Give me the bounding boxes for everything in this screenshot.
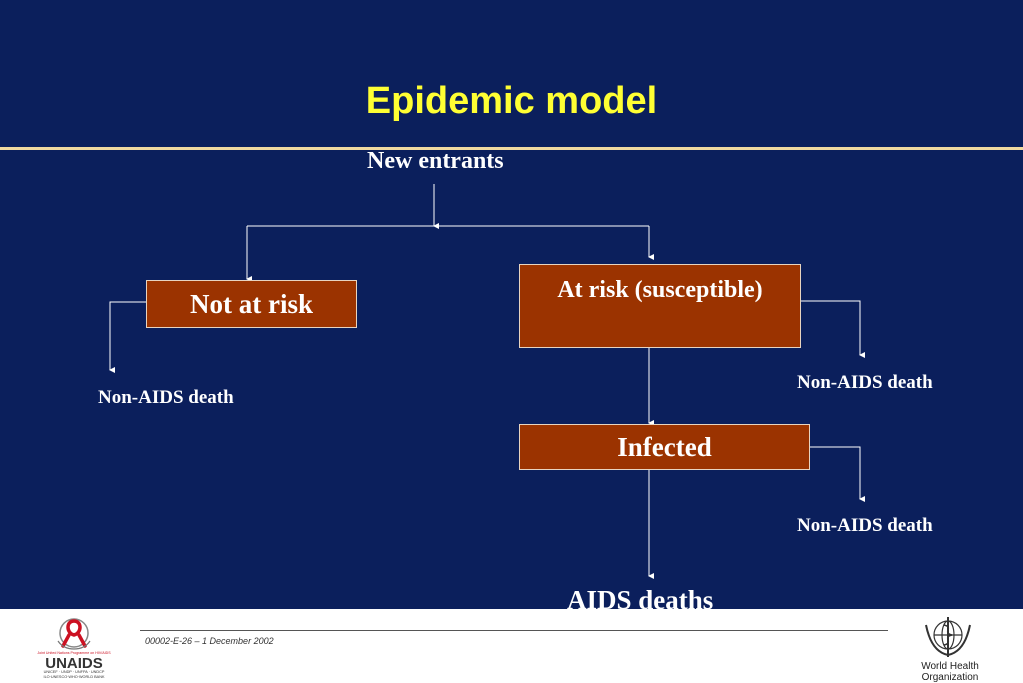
footer-divider xyxy=(140,630,888,631)
flow-connectors xyxy=(109,184,865,579)
new-entrants-label: New entrants xyxy=(367,148,504,174)
non-aids-death-not-at-risk-label: Non-AIDS death xyxy=(98,387,234,408)
who-line1: World Health xyxy=(921,661,979,672)
not-at-risk-label: Not at risk xyxy=(190,289,313,319)
slide-title: Epidemic model xyxy=(365,80,658,122)
at-risk-label: At risk (susceptible) xyxy=(557,277,763,303)
infected-box: Infected xyxy=(519,424,810,470)
connector-infected-death xyxy=(810,446,865,502)
unaids-tagline: Joint United Nations Programme on HIV/AI… xyxy=(37,651,111,655)
infected-label: Infected xyxy=(617,432,712,462)
unaids-partners-line2: ILO·UNESCO·WHO·WORLD BANK xyxy=(44,675,105,679)
slide-canvas: Epidemic model New entrants Not at risk … xyxy=(0,0,1023,609)
connector-at-risk-death xyxy=(801,300,865,358)
non-aids-death-at-risk-label: Non-AIDS death xyxy=(797,372,933,393)
not-at-risk-box: Not at risk xyxy=(146,280,357,328)
unaids-emblem-icon xyxy=(57,618,91,650)
unaids-logo: Joint United Nations Programme on HIV/AI… xyxy=(37,618,111,679)
connector-not-at-risk-death xyxy=(109,301,146,373)
non-aids-death-infected-label: Non-AIDS death xyxy=(797,515,933,536)
document-code: 00002-E-26 – 1 December 2002 xyxy=(145,636,274,646)
unaids-wordmark: UNAIDS xyxy=(45,655,103,672)
aids-deaths-label: AIDS deaths xyxy=(567,585,714,609)
title-divider xyxy=(0,147,1023,150)
who-wordmark: World Health Organization xyxy=(905,661,995,683)
who-line2: Organization xyxy=(921,672,979,683)
footer: Joint United Nations Programme on HIV/AI… xyxy=(0,609,1023,683)
at-risk-box: At risk (susceptible) xyxy=(519,264,801,348)
unaids-partners-line1: UNICEF · UNDP · UNFPA · UNDCP xyxy=(44,670,105,674)
who-emblem-icon xyxy=(925,617,971,657)
